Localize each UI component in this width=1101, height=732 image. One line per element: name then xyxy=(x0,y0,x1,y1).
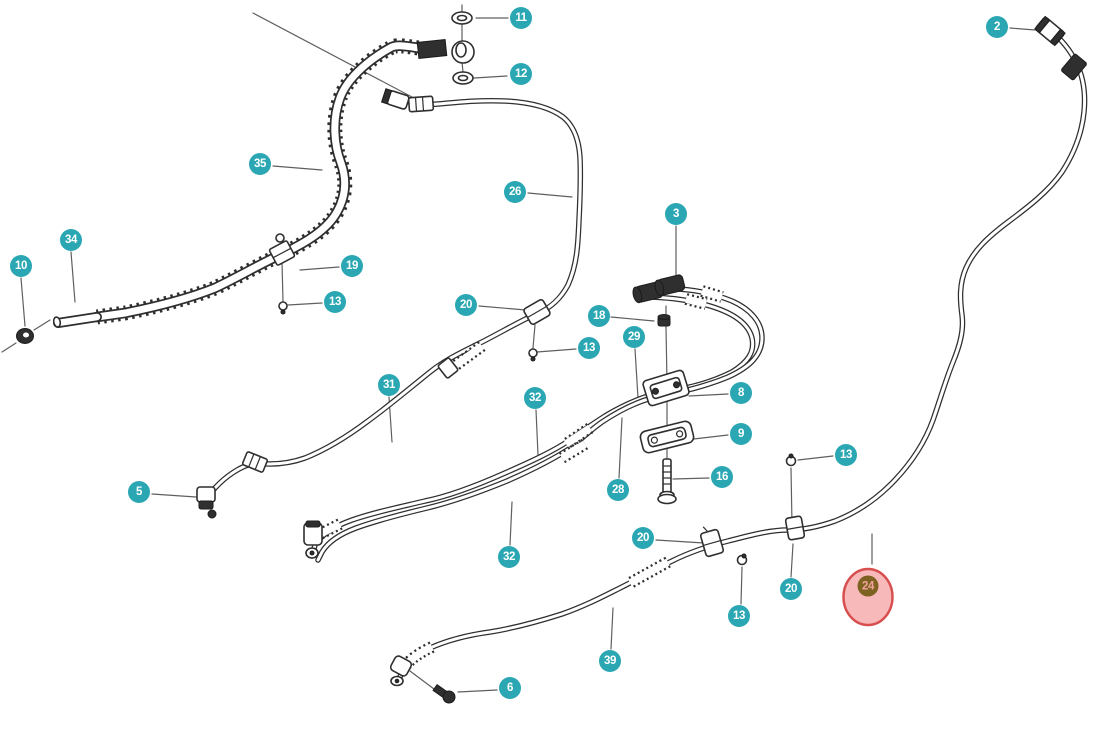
ferrule-2 xyxy=(1061,53,1087,81)
part-badge-32[interactable]: 32 xyxy=(498,546,520,568)
elbow-union-b xyxy=(654,274,686,297)
part-badge-10[interactable]: 10 xyxy=(10,255,32,277)
hex-nut-31 xyxy=(437,357,459,379)
hex-fitting-26 xyxy=(241,451,269,473)
screw-13-right xyxy=(785,453,797,467)
selection-highlight xyxy=(842,567,894,627)
part-badge-18[interactable]: 18 xyxy=(588,305,610,327)
part-badge-24-selected[interactable]: 24 xyxy=(857,575,879,597)
part-badge-3[interactable]: 3 xyxy=(665,203,687,225)
clamp-20-top xyxy=(523,299,551,325)
screw-13-mid xyxy=(528,348,538,362)
part-badge-16[interactable]: 16 xyxy=(711,466,733,488)
part-badge-34[interactable]: 34 xyxy=(60,229,82,251)
clamp-screw xyxy=(275,233,285,243)
twin-hose-elbow-end xyxy=(303,520,323,559)
part-badge-5[interactable]: 5 xyxy=(128,481,150,503)
clamp-block-8 xyxy=(642,369,690,407)
screw-13-left xyxy=(278,301,288,315)
part-badge-8[interactable]: 8 xyxy=(730,382,752,404)
screw-13-bottom xyxy=(736,553,748,566)
part-badge-20[interactable]: 20 xyxy=(455,294,477,316)
plug-6 xyxy=(432,683,456,704)
fitting-2 xyxy=(1034,15,1066,47)
nut-10 xyxy=(16,328,34,344)
part-badge-39[interactable]: 39 xyxy=(599,650,621,672)
part-badge-6[interactable]: 6 xyxy=(499,677,521,699)
clamp-20-mid xyxy=(784,515,806,541)
part-badge-13[interactable]: 13 xyxy=(728,605,750,627)
part-badge-20[interactable]: 20 xyxy=(780,578,802,600)
part-badge-19[interactable]: 19 xyxy=(341,255,363,277)
part-badge-29[interactable]: 29 xyxy=(623,326,645,348)
part-badge-9[interactable]: 9 xyxy=(730,423,752,445)
part-badge-2[interactable]: 2 xyxy=(986,16,1008,38)
part-badge-35[interactable]: 35 xyxy=(249,153,271,175)
part-badge-11[interactable]: 11 xyxy=(510,7,532,29)
part-badge-13[interactable]: 13 xyxy=(835,444,857,466)
banjo-washer-bottom xyxy=(452,71,474,85)
long-hose xyxy=(396,29,1088,683)
part-badge-31[interactable]: 31 xyxy=(378,374,400,396)
part-badge-13[interactable]: 13 xyxy=(324,291,346,313)
clamp-20-left xyxy=(699,526,725,558)
banjo-washer-top xyxy=(451,11,473,25)
twin-hoses xyxy=(309,286,765,563)
corrugated-hose xyxy=(52,38,431,328)
part-badge-13[interactable]: 13 xyxy=(578,337,600,359)
small-nut xyxy=(657,314,671,327)
ring-39 xyxy=(390,675,404,687)
return-hose-sleeve xyxy=(407,95,435,113)
hose-line-art xyxy=(52,29,1088,683)
fittings xyxy=(16,11,1087,704)
return-hose-elbow xyxy=(380,88,410,110)
part-badge-32[interactable]: 32 xyxy=(524,387,546,409)
part-badge-20[interactable]: 20 xyxy=(632,527,654,549)
clamp-19 xyxy=(268,240,296,266)
part-badge-26[interactable]: 26 xyxy=(504,181,526,203)
plate-9 xyxy=(639,420,695,454)
bolt-16 xyxy=(657,458,677,505)
part-badge-28[interactable]: 28 xyxy=(607,479,629,501)
hose-ferrule xyxy=(416,39,448,59)
elbow-fitting-5 xyxy=(196,486,217,519)
part-badge-12[interactable]: 12 xyxy=(510,63,532,85)
elbow-39-end xyxy=(389,655,413,677)
